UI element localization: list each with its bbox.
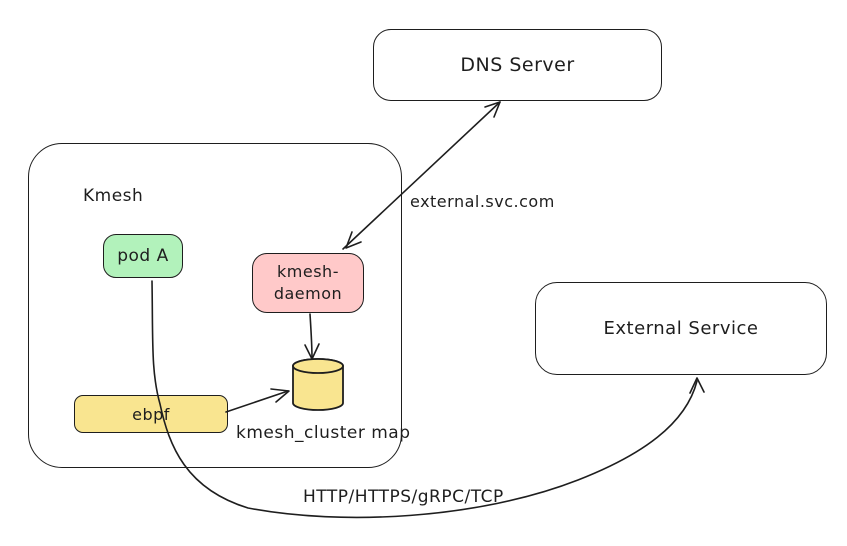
pod-a-label: pod A <box>117 246 169 266</box>
edge-label-external-svc: external.svc.com <box>410 192 555 211</box>
dns-server-node: DNS Server <box>373 29 662 101</box>
kmesh-daemon-node: kmesh- daemon <box>252 253 364 313</box>
external-service-node: External Service <box>535 282 827 375</box>
kmesh-daemon-label-line2: daemon <box>273 284 343 303</box>
ebpf-node: ebpf <box>74 395 228 433</box>
dns-server-label: DNS Server <box>460 54 575 76</box>
kmesh-daemon-label-line1: kmesh- <box>277 262 339 282</box>
pod-a-node: pod A <box>103 234 183 278</box>
external-service-label: External Service <box>603 318 759 339</box>
ebpf-label: ebpf <box>132 404 170 424</box>
kmesh-label: Kmesh <box>83 186 144 206</box>
cluster-map-label: kmesh_cluster map <box>236 423 411 443</box>
edge-label-protocols: HTTP/HTTPS/gRPC/TCP <box>303 487 504 507</box>
